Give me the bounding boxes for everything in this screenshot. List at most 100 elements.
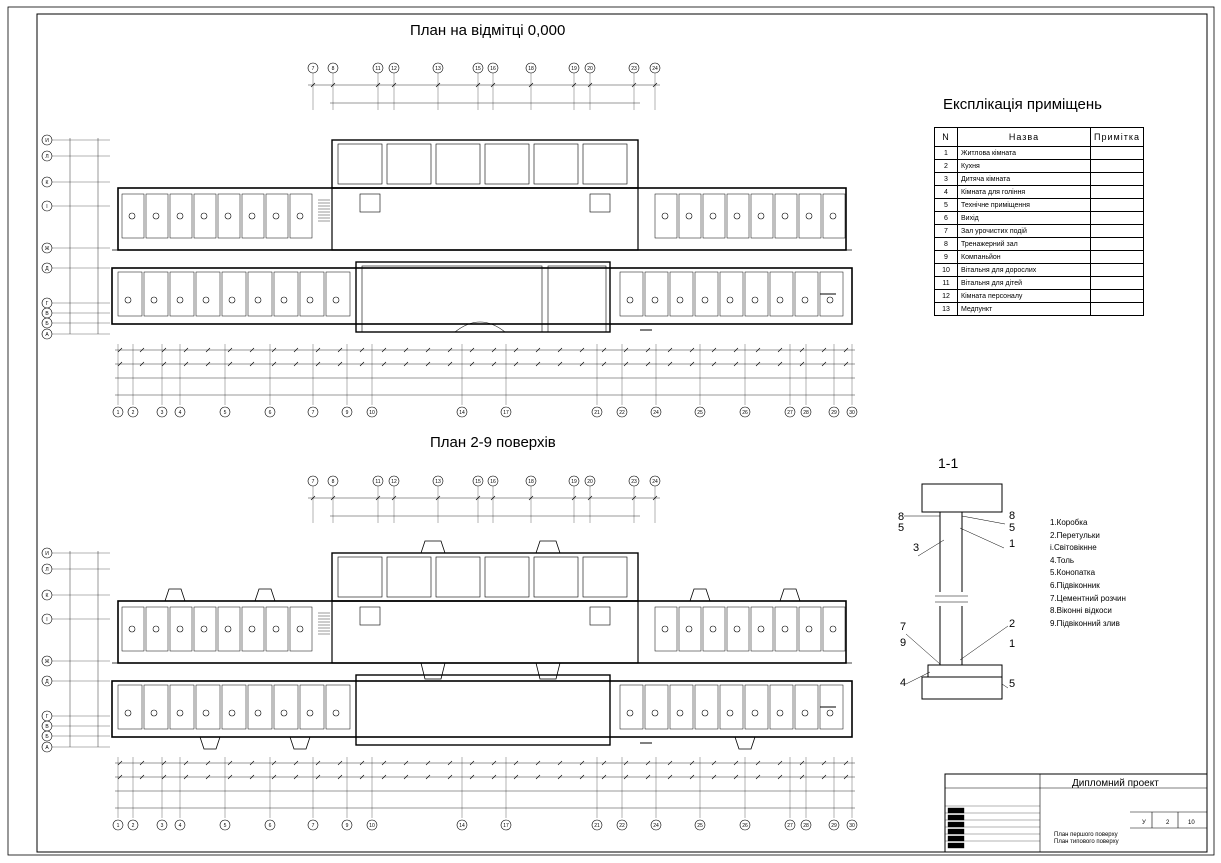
room-outline: [121, 606, 145, 652]
room-outline: [325, 271, 351, 317]
dimension-tick: [310, 82, 316, 88]
dimension-tick: [205, 361, 211, 367]
bottom-axis-label: 14: [459, 823, 465, 829]
bottom-axis-marker: [174, 819, 186, 831]
room-outline: [273, 271, 299, 317]
bottom-axis-label: 10: [369, 410, 375, 416]
room-outline: [822, 193, 846, 239]
bottom-axis-label: 4: [179, 823, 182, 829]
legend-item: 2.Перетульки: [1050, 530, 1100, 540]
bay-window: [199, 736, 221, 750]
left-axis-label: В: [45, 724, 49, 730]
dimension-tick: [777, 361, 783, 367]
dimension-tick: [381, 774, 387, 780]
legend-item: 4.Толь: [1050, 555, 1075, 565]
room-outline: [169, 193, 193, 239]
room-outline: [217, 606, 241, 652]
row-number: 8: [934, 237, 958, 251]
room-outline: [435, 143, 481, 185]
dimension-tick: [183, 361, 189, 367]
bay-window: [535, 662, 561, 680]
room-number-marker: [829, 212, 837, 220]
dimension-tick: [623, 760, 629, 766]
top-axis-label: 8: [332, 479, 335, 485]
room-note: [1090, 146, 1144, 160]
room-number-marker: [254, 709, 262, 717]
dimension-tick: [117, 774, 123, 780]
room-note: [1090, 263, 1144, 277]
room-outline: [750, 193, 774, 239]
room-number-marker: [676, 709, 684, 717]
dimension-tick: [535, 774, 541, 780]
bay-window: [420, 540, 446, 554]
left-axis-label: Д: [45, 679, 49, 685]
bottom-axis-marker: [739, 819, 751, 831]
room-outline: [193, 193, 217, 239]
elevator-shaft: [589, 606, 611, 626]
bottom-axis-label: 10: [369, 823, 375, 829]
bottom-axis-label: 24: [653, 823, 659, 829]
bottom-axis-marker: [784, 406, 796, 418]
room-number-marker: [709, 212, 717, 220]
dimension-tick: [799, 774, 805, 780]
bay-window: [734, 736, 756, 750]
room-name: Медпункт: [957, 302, 1091, 316]
room-number-marker: [751, 296, 759, 304]
legend-item: 1.Коробка: [1050, 518, 1088, 527]
room-outline: [221, 271, 247, 317]
room-outline: [769, 684, 794, 730]
bottom-axis-label: 30: [849, 823, 855, 829]
room-outline: [694, 271, 719, 317]
room-number-marker: [128, 625, 136, 633]
top-axis-label: 20: [587, 66, 593, 72]
dimension-tick: [310, 495, 316, 501]
row-number: 2: [934, 159, 958, 173]
bottom-axis-label: 21: [594, 823, 600, 829]
bottom-axis-label: 6: [269, 410, 272, 416]
dimension-tick: [513, 361, 519, 367]
room-number-marker: [685, 212, 693, 220]
central-hall: [331, 187, 639, 251]
legend-item: 5.Конопатка: [1050, 568, 1096, 578]
central-hall: [331, 600, 639, 664]
room-number-marker: [826, 709, 834, 717]
left-axis-label: Л: [45, 567, 48, 573]
dimension-tick: [271, 347, 277, 353]
dimension-tick: [330, 495, 336, 501]
room-outline: [386, 143, 432, 185]
section-callout: 9: [900, 637, 906, 649]
dimension-tick: [435, 495, 441, 501]
dimension-tick: [557, 774, 563, 780]
dimension-tick: [117, 760, 123, 766]
bottom-axis-label: 9: [346, 410, 349, 416]
top-axis-label: 13: [435, 66, 441, 72]
bottom-axis-marker: [341, 819, 353, 831]
dimension-tick: [571, 495, 577, 501]
top-axis-label: 15: [475, 66, 481, 72]
dimension-tick: [447, 361, 453, 367]
dimension-tick: [623, 361, 629, 367]
col-n-header: N: [934, 127, 958, 147]
room-number-marker: [306, 709, 314, 717]
room-number-marker: [829, 625, 837, 633]
room-note: [1090, 198, 1144, 212]
top-axis-label: 19: [571, 479, 577, 485]
dimension-tick: [777, 347, 783, 353]
bay-window: [689, 588, 711, 602]
bottom-axis-label: 4: [179, 410, 182, 416]
bottom-axis-marker: [591, 819, 603, 831]
elevator-shaft: [589, 193, 611, 213]
sill-block: [927, 664, 1003, 678]
room-number-marker: [776, 709, 784, 717]
room-number-marker: [726, 709, 734, 717]
left-axis-label: Б: [45, 321, 49, 327]
room-outline: [582, 556, 628, 598]
bottom-axis-marker: [784, 819, 796, 831]
elevator-shaft: [359, 606, 381, 626]
dimension-tick: [711, 774, 717, 780]
bottom-axis-label: 14: [459, 410, 465, 416]
